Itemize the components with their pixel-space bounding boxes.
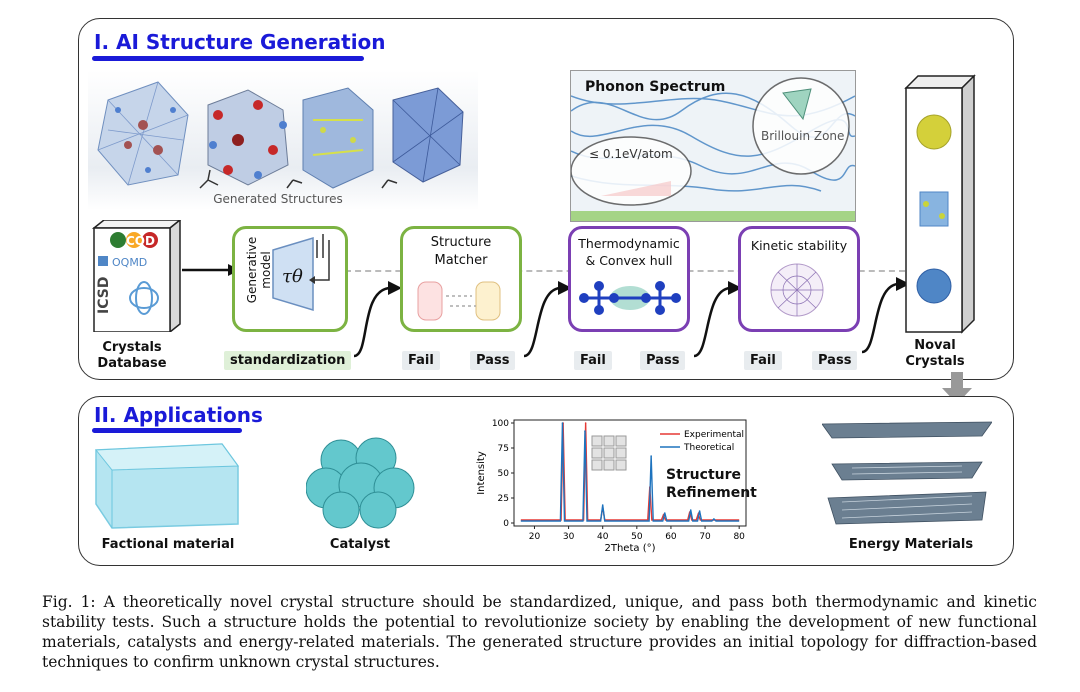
database-label-line2: Database: [97, 356, 167, 371]
x-axis-label: 2Theta (°): [605, 543, 656, 554]
brillouin-zone-label: Brillouin Zone: [761, 129, 845, 143]
crystal-2-image: [199, 89, 289, 189]
peak-point: [561, 422, 564, 424]
generated-structures-label: Generated Structures: [213, 192, 343, 206]
database-cube-image: COD OQMD ICSD: [91, 218, 183, 334]
peak-point: [713, 518, 715, 520]
energy-threshold-label: ≤ 0.1eV/atom: [589, 147, 673, 161]
series-line-theoretical: [520, 422, 740, 522]
peak-point: [650, 455, 652, 457]
catalyst-cluster-image: [306, 437, 415, 529]
x-tick-label: 30: [563, 532, 575, 542]
thermodynamic-label-line2: & Convex hull: [585, 253, 673, 268]
convex-hull-molecule-icon: [579, 281, 681, 315]
crystal-4-image: [381, 87, 464, 189]
matcher-pass-label: Pass: [470, 351, 516, 370]
y-tick-label: 75: [498, 444, 509, 454]
model-symbol: τθ: [282, 266, 303, 287]
standardization-label: standardization: [224, 351, 352, 370]
peak-point: [664, 512, 666, 514]
thermodynamic-stage: [568, 226, 690, 332]
noval-crystals-column: [904, 74, 976, 334]
noval-crystals-label-line1: Noval: [914, 338, 956, 353]
thermodynamic-label-line1: Thermodynamic: [578, 236, 680, 251]
phonon-bands-plot: [570, 77, 856, 221]
x-tick-label: 70: [699, 532, 711, 542]
oqmd-logo-text: OQMD: [112, 256, 147, 269]
peak-point: [601, 504, 604, 506]
legend-label: Theoretical: [683, 443, 734, 453]
arrow-to-thermo: [523, 281, 572, 358]
peak-point: [584, 422, 587, 424]
generated-structures-image: [97, 81, 464, 189]
section1-underline: [92, 56, 364, 61]
chart-plot-area: [513, 419, 747, 527]
matcher-fail-label: Fail: [402, 351, 440, 370]
kinetic-lattice-icon: [770, 263, 824, 317]
section2-title: II. Applications: [94, 403, 263, 427]
functional-material-image: [94, 443, 239, 529]
y-axis-label: Intensity: [476, 451, 487, 495]
x-tick-label: 20: [529, 532, 541, 542]
structure-refinement-line2: Refinement: [666, 485, 757, 501]
energy-materials-image: [822, 421, 992, 525]
cod-logo-text: COD: [126, 234, 155, 248]
y-tick-label: 50: [498, 469, 510, 479]
x-tick-label: 50: [631, 532, 643, 542]
y-tick-label: 100: [492, 419, 509, 429]
kinetic-pass-label: Pass: [812, 351, 858, 370]
noval-crystals-label-line2: Crystals: [905, 354, 965, 369]
chart-inset-crystal: [591, 435, 627, 471]
generated-structures-strip: Generated Structures: [88, 70, 478, 210]
crystal-3-image: [286, 87, 374, 189]
phonon-spectrum-image: Phonon Spectrum Brillouin Zone ≤ 0.1eV/a…: [570, 70, 856, 222]
kinetic-fail-label: Fail: [744, 351, 782, 370]
y-tick-label: 25: [498, 494, 509, 504]
generative-model-icon: [272, 234, 330, 312]
kinetic-stability-label: Kinetic stability: [750, 238, 848, 253]
application-functional-label: Factional material: [101, 537, 235, 552]
section2-underline: [92, 428, 242, 433]
application-energy-label: Energy Materials: [848, 537, 974, 552]
section1-title: I. AI Structure Generation: [94, 30, 386, 54]
x-tick-label: 80: [733, 532, 745, 542]
peak-point: [584, 430, 586, 432]
database-label-line1: Crystals: [102, 340, 162, 355]
legend-label: Experimental: [684, 430, 744, 440]
icsd-logo-text: ICSD: [96, 277, 112, 314]
figure-caption: Fig. 1: A theoretically novel crystal st…: [42, 593, 1037, 671]
thermo-fail-label: Fail: [574, 351, 612, 370]
generative-model-label-line1: Generative: [245, 236, 259, 304]
x-tick-label: 40: [597, 532, 609, 542]
peak-point: [698, 510, 701, 512]
xrd-chart: 20 30 40 50 60 70 80 0 25 50 75 100 2Theta (°) Intens…: [476, 419, 747, 554]
structure-matcher-label-line2: Matcher: [434, 253, 488, 268]
structure-matcher-label-line1: Structure: [430, 235, 492, 250]
matcher-comparison-icon: [417, 281, 501, 321]
arrow-to-matcher: [353, 281, 402, 358]
peak-point: [689, 509, 692, 511]
x-tick-label: 60: [665, 532, 677, 542]
phonon-title: Phonon Spectrum: [585, 79, 726, 95]
application-catalyst-label: Catalyst: [329, 537, 391, 552]
arrow-to-output: [861, 277, 910, 354]
crystals-database-box: COD OQMD ICSD: [86, 218, 183, 334]
structure-refinement-line1: Structure: [666, 467, 742, 483]
y-tick-label: 0: [503, 519, 509, 529]
crystal-1-image: [97, 81, 189, 186]
thermo-pass-label: Pass: [640, 351, 686, 370]
arrow-to-kinetic: [693, 281, 742, 358]
